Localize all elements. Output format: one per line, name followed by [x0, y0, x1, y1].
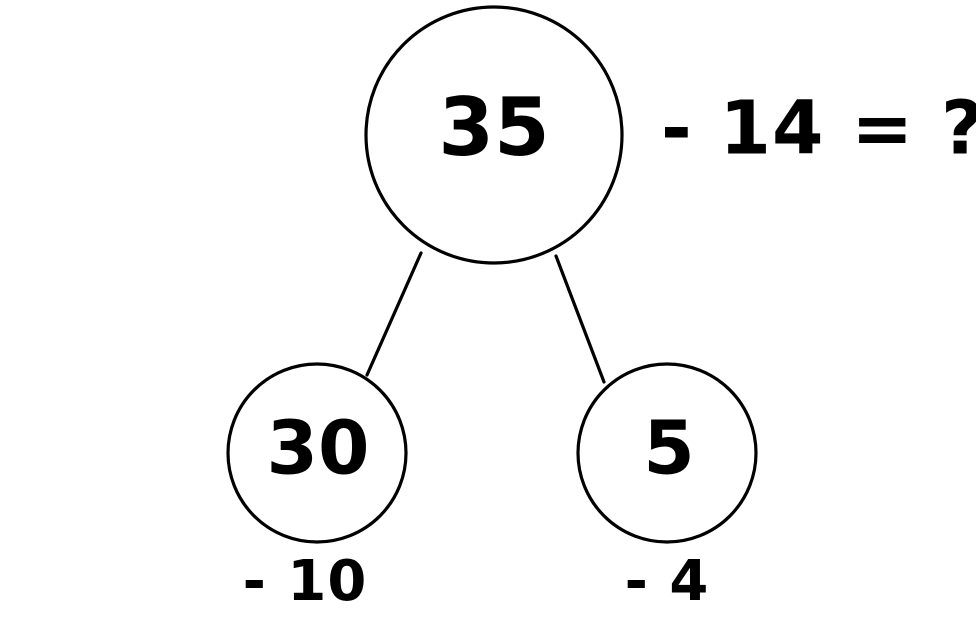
right-child-value: 5: [643, 406, 695, 492]
root-node-value: 35: [438, 81, 549, 174]
connector-root-to-right: [554, 254, 606, 384]
left-child-value: 30: [267, 406, 370, 492]
left-child-caption: - 10: [243, 549, 368, 614]
root-node-circle: [364, 5, 624, 265]
right-child-caption: - 4: [625, 549, 710, 614]
equation-text: - 14 = ?: [661, 86, 976, 172]
right-child-circle: [576, 362, 758, 544]
connector-root-to-left: [365, 251, 423, 377]
left-child-circle: [226, 362, 408, 544]
